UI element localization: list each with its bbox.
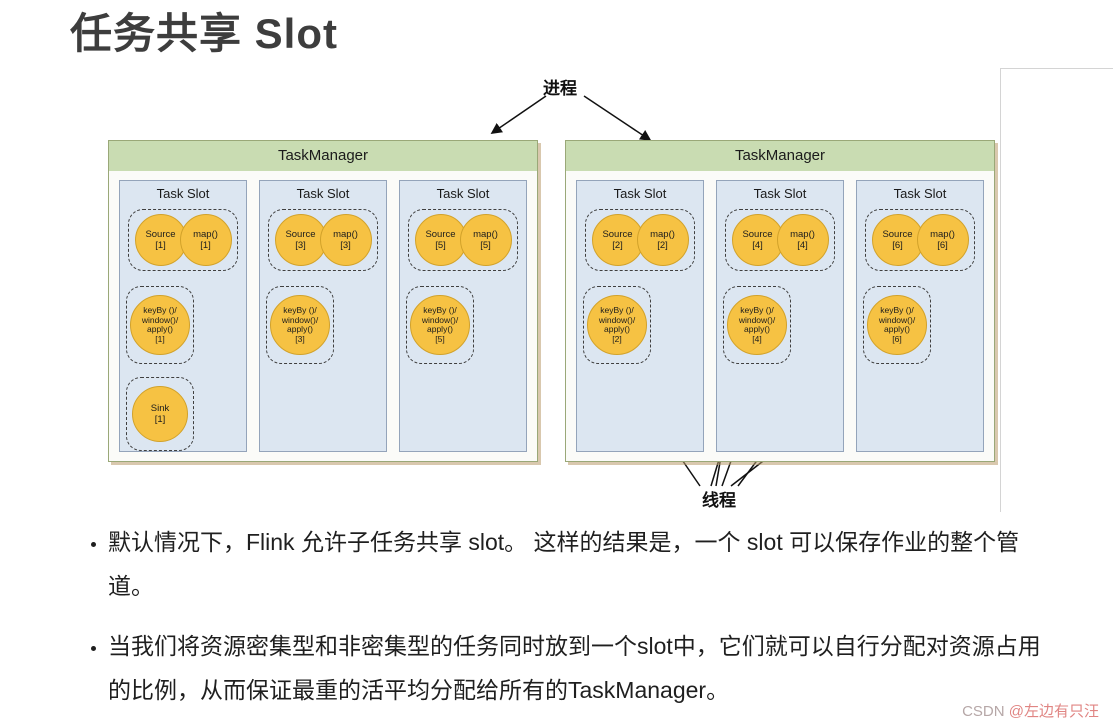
source-map-group: Source [6] map() [6] xyxy=(865,209,975,271)
keyby-window-apply-task: keyBy ()/ window()/ apply() [6] xyxy=(867,295,927,355)
source-task: Source [4] xyxy=(731,214,784,266)
keyby-window-apply-group: keyBy ()/ window()/ apply() [3] xyxy=(266,286,334,364)
keyby-window-apply-task: keyBy ()/ window()/ apply() [3] xyxy=(270,295,330,355)
source-map-group: Source [3] map() [3] xyxy=(268,209,378,271)
keyby-window-apply-task: keyBy ()/ window()/ apply() [1] xyxy=(130,295,190,355)
task-manager-1-body: Task Slot Source [1] map() [1] keyBy ()/… xyxy=(109,171,537,452)
keyby-window-apply-group: keyBy ()/ window()/ apply() [2] xyxy=(583,286,651,364)
task-slot-title: Task Slot xyxy=(893,186,947,201)
frame-edge-horizontal xyxy=(1000,68,1113,69)
task-slot: Task Slot Source [4] map() [4] keyBy ()/… xyxy=(716,180,844,452)
map-task: map() [2] xyxy=(636,214,689,266)
task-slot: Task Slot Source [2] map() [2] keyBy ()/… xyxy=(576,180,704,452)
process-arrow-right xyxy=(583,95,652,141)
source-map-group: Source [4] map() [4] xyxy=(725,209,835,271)
watermark-handle: @左边有只汪 xyxy=(1008,703,1099,720)
thread-label: 线程 xyxy=(702,491,736,510)
task-slot-title: Task Slot xyxy=(296,186,350,201)
source-task: Source [3] xyxy=(274,214,327,266)
task-slot-title: Task Slot xyxy=(753,186,807,201)
source-task: Source [6] xyxy=(871,214,924,266)
task-manager-2: TaskManager Task Slot Source [2] map() [… xyxy=(565,140,995,462)
task-slot: Task Slot Source [1] map() [1] keyBy ()/… xyxy=(119,180,247,452)
process-label: 进程 xyxy=(543,79,577,98)
map-task: map() [6] xyxy=(916,214,969,266)
keyby-window-apply-task: keyBy ()/ window()/ apply() [5] xyxy=(410,295,470,355)
bullet-item: 当我们将资源密集型和非密集型的任务同时放到一个slot中，它们就可以自行分配对资… xyxy=(108,624,1043,712)
keyby-window-apply-group: keyBy ()/ window()/ apply() [5] xyxy=(406,286,474,364)
task-slot-title: Task Slot xyxy=(156,186,210,201)
source-task: Source [5] xyxy=(414,214,467,266)
keyby-window-apply-group: keyBy ()/ window()/ apply() [6] xyxy=(863,286,931,364)
task-manager-1-title: TaskManager xyxy=(109,141,537,171)
keyby-window-apply-task: keyBy ()/ window()/ apply() [2] xyxy=(587,295,647,355)
keyby-window-apply-group: keyBy ()/ window()/ apply() [1] xyxy=(126,286,194,364)
source-task: Source [2] xyxy=(591,214,644,266)
source-task: Source [1] xyxy=(134,214,187,266)
map-task: map() [5] xyxy=(459,214,512,266)
map-task: map() [3] xyxy=(319,214,372,266)
task-manager-2-title: TaskManager xyxy=(566,141,994,171)
task-slot: Task Slot Source [3] map() [3] keyBy ()/… xyxy=(259,180,387,452)
task-slot-title: Task Slot xyxy=(436,186,490,201)
task-slot-title: Task Slot xyxy=(613,186,667,201)
task-manager-2-body: Task Slot Source [2] map() [2] keyBy ()/… xyxy=(566,171,994,452)
source-map-group: Source [5] map() [5] xyxy=(408,209,518,271)
frame-edge-vertical xyxy=(1000,68,1001,512)
watermark: CSDN @左边有只汪 xyxy=(962,700,1099,721)
bullet-list: 默认情况下，Flink 允许子任务共享 slot。 这样的结果是，一个 slot… xyxy=(78,520,1043,727)
sink-task: Sink [1] xyxy=(132,386,188,442)
watermark-brand: CSDN xyxy=(962,703,1009,720)
page-title: 任务共享 Slot xyxy=(70,10,338,57)
source-map-group: Source [2] map() [2] xyxy=(585,209,695,271)
task-slot: Task Slot Source [6] map() [6] keyBy ()/… xyxy=(856,180,984,452)
source-map-group: Source [1] map() [1] xyxy=(128,209,238,271)
sink-group: Sink [1] xyxy=(126,377,194,451)
map-task: map() [4] xyxy=(776,214,829,266)
keyby-window-apply-task: keyBy ()/ window()/ apply() [4] xyxy=(727,295,787,355)
keyby-window-apply-group: keyBy ()/ window()/ apply() [4] xyxy=(723,286,791,364)
task-slot: Task Slot Source [5] map() [5] keyBy ()/… xyxy=(399,180,527,452)
task-manager-1: TaskManager Task Slot Source [1] map() [… xyxy=(108,140,538,462)
map-task: map() [1] xyxy=(179,214,232,266)
slot-sharing-diagram: 进程 TaskManager Task Slot xyxy=(0,60,1113,520)
process-arrow-left xyxy=(490,95,547,134)
bullet-item: 默认情况下，Flink 允许子任务共享 slot。 这样的结果是，一个 slot… xyxy=(108,520,1043,608)
